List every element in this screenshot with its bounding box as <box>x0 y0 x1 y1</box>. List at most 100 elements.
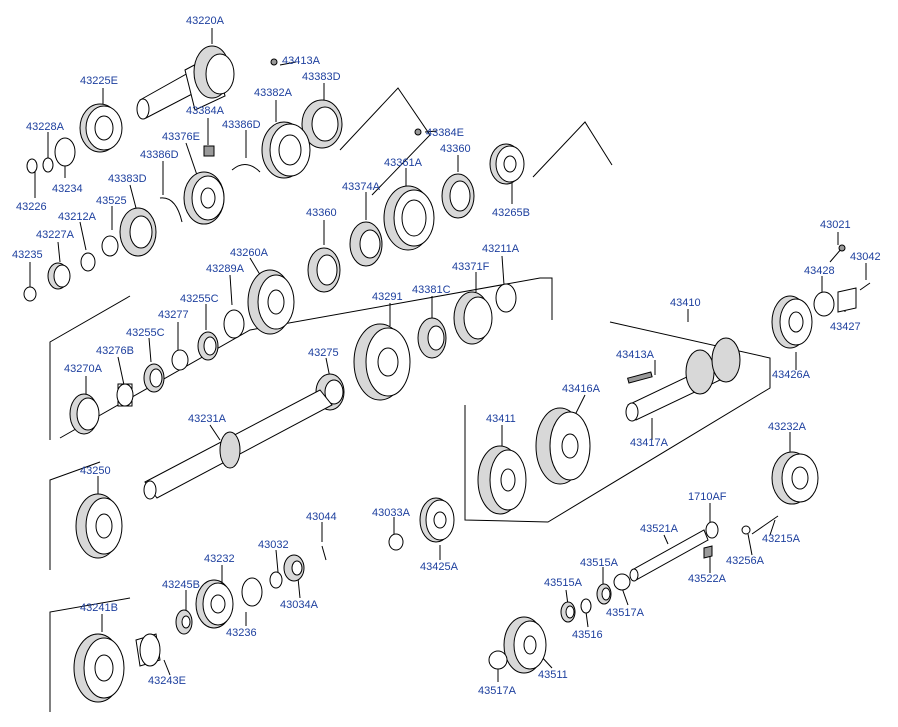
label-43383D-left: 43383D <box>108 173 147 185</box>
label-43260A: 43260A <box>230 247 269 259</box>
sleeve-43243E <box>135 633 161 667</box>
ring-43226 <box>26 158 38 174</box>
label-43265B: 43265B <box>492 207 530 219</box>
hub-43376E <box>183 171 225 225</box>
plate-43522A <box>703 545 713 559</box>
label-43384A: 43384A <box>186 105 225 117</box>
washer-43256A <box>741 525 751 535</box>
bearing-43225E <box>79 103 123 153</box>
label-43215A: 43215A <box>762 533 801 545</box>
bearing-43515A-a <box>560 601 576 623</box>
label-43276B: 43276B <box>96 345 134 357</box>
label-43032: 43032 <box>258 539 289 551</box>
label-43231A: 43231A <box>188 413 227 425</box>
gear-43241B <box>73 633 125 703</box>
label-43515A-left: 43515A <box>544 577 583 589</box>
shaft-43521A <box>629 529 709 582</box>
label-43413A-mid: 43413A <box>616 349 655 361</box>
label-43220A: 43220A <box>186 15 225 27</box>
label-43417A: 43417A <box>630 437 669 449</box>
label-43232: 43232 <box>204 553 235 565</box>
washer-43236 <box>241 577 263 607</box>
synchro-43361A <box>383 185 435 251</box>
label-43384E: 43384E <box>426 127 464 139</box>
label-43228A: 43228A <box>26 121 65 133</box>
ring-43033A <box>388 533 404 551</box>
label-43511: 43511 <box>538 669 568 681</box>
leader-lines <box>29 28 867 682</box>
bolt-43384E <box>414 128 422 136</box>
bearing-43227A <box>47 262 71 290</box>
bearing-43515A-b <box>596 583 612 605</box>
label-43426A: 43426A <box>772 369 811 381</box>
label-43371F: 43371F <box>452 261 490 273</box>
label-43250: 43250 <box>80 465 111 477</box>
label-43243E: 43243E <box>148 675 186 687</box>
label-43382A: 43382A <box>254 87 293 99</box>
label-43245B: 43245B <box>162 579 200 591</box>
synchro-43360-top <box>441 173 475 219</box>
washer-43212A <box>80 252 96 272</box>
input-shaft <box>136 45 235 120</box>
bearing-43426A <box>771 295 813 349</box>
washer-43032 <box>269 571 283 589</box>
spring-43386D-b <box>159 197 183 223</box>
ring-1710AF <box>705 521 719 539</box>
label-43383D: 43383D <box>302 71 341 83</box>
label-43517A-right: 43517A <box>606 607 645 619</box>
ring-43235 <box>23 286 37 302</box>
label-43517A-bottom: 43517A <box>478 685 517 697</box>
label-43525: 43525 <box>96 195 127 207</box>
sleeve-43276B <box>116 383 134 407</box>
label-43212A: 43212A <box>58 211 97 223</box>
label-43521A: 43521A <box>640 523 679 535</box>
label-1710AF: 1710AF <box>688 491 727 503</box>
label-43413A: 43413A <box>282 55 321 67</box>
label-43515A-right: 43515A <box>580 557 619 569</box>
label-43241B: 43241B <box>80 602 118 614</box>
countershaft-43417A <box>625 337 741 422</box>
bearing-43265B <box>489 143 525 185</box>
label-43289A: 43289A <box>206 263 245 275</box>
gear-43250 <box>75 493 123 559</box>
thrust-43517A-bottom <box>488 650 508 670</box>
label-43235: 43235 <box>12 249 43 261</box>
label-43033A: 43033A <box>372 507 411 519</box>
label-43021: 43021 <box>820 219 851 231</box>
label-43428: 43428 <box>804 265 835 277</box>
part-labels: 43220A 43225E 43413A 43383D 43382A 43384… <box>12 15 881 697</box>
gear-43291 <box>353 323 411 401</box>
label-43255C-low: 43255C <box>126 327 165 339</box>
label-43386D-a: 43386D <box>222 119 261 131</box>
label-43291: 43291 <box>372 291 403 303</box>
label-43255C-top: 43255C <box>180 293 219 305</box>
synchro-ring-43383D <box>301 99 343 149</box>
label-43522A: 43522A <box>688 573 727 585</box>
label-43411: 43411 <box>486 413 516 425</box>
plate-43428 <box>813 291 835 317</box>
label-43226: 43226 <box>16 201 47 213</box>
plate-43427 <box>837 287 857 313</box>
label-43044: 43044 <box>306 511 337 523</box>
label-43360-mid: 43360 <box>306 207 337 219</box>
label-43427: 43427 <box>830 321 861 333</box>
bearing-43381C <box>417 317 447 359</box>
bolt-43215A <box>751 515 779 535</box>
thrust-43517A-top <box>613 573 631 591</box>
gear-43411 <box>477 445 527 515</box>
collar-43289A <box>223 309 245 339</box>
label-43416A: 43416A <box>562 383 601 395</box>
bolt-43021-head <box>838 244 846 252</box>
washer-43277 <box>171 349 189 371</box>
spring-43386D-a <box>231 164 261 173</box>
label-43425A: 43425A <box>420 561 459 573</box>
collar-43525 <box>101 235 119 257</box>
main-shaft-43231A <box>143 389 333 500</box>
label-43275: 43275 <box>308 347 339 359</box>
gear-43270A <box>69 393 100 435</box>
label-43270A: 43270A <box>64 363 103 375</box>
synchro-ring-43383D-left <box>119 207 157 257</box>
label-43232A: 43232A <box>768 421 807 433</box>
label-43381C: 43381C <box>412 284 451 296</box>
